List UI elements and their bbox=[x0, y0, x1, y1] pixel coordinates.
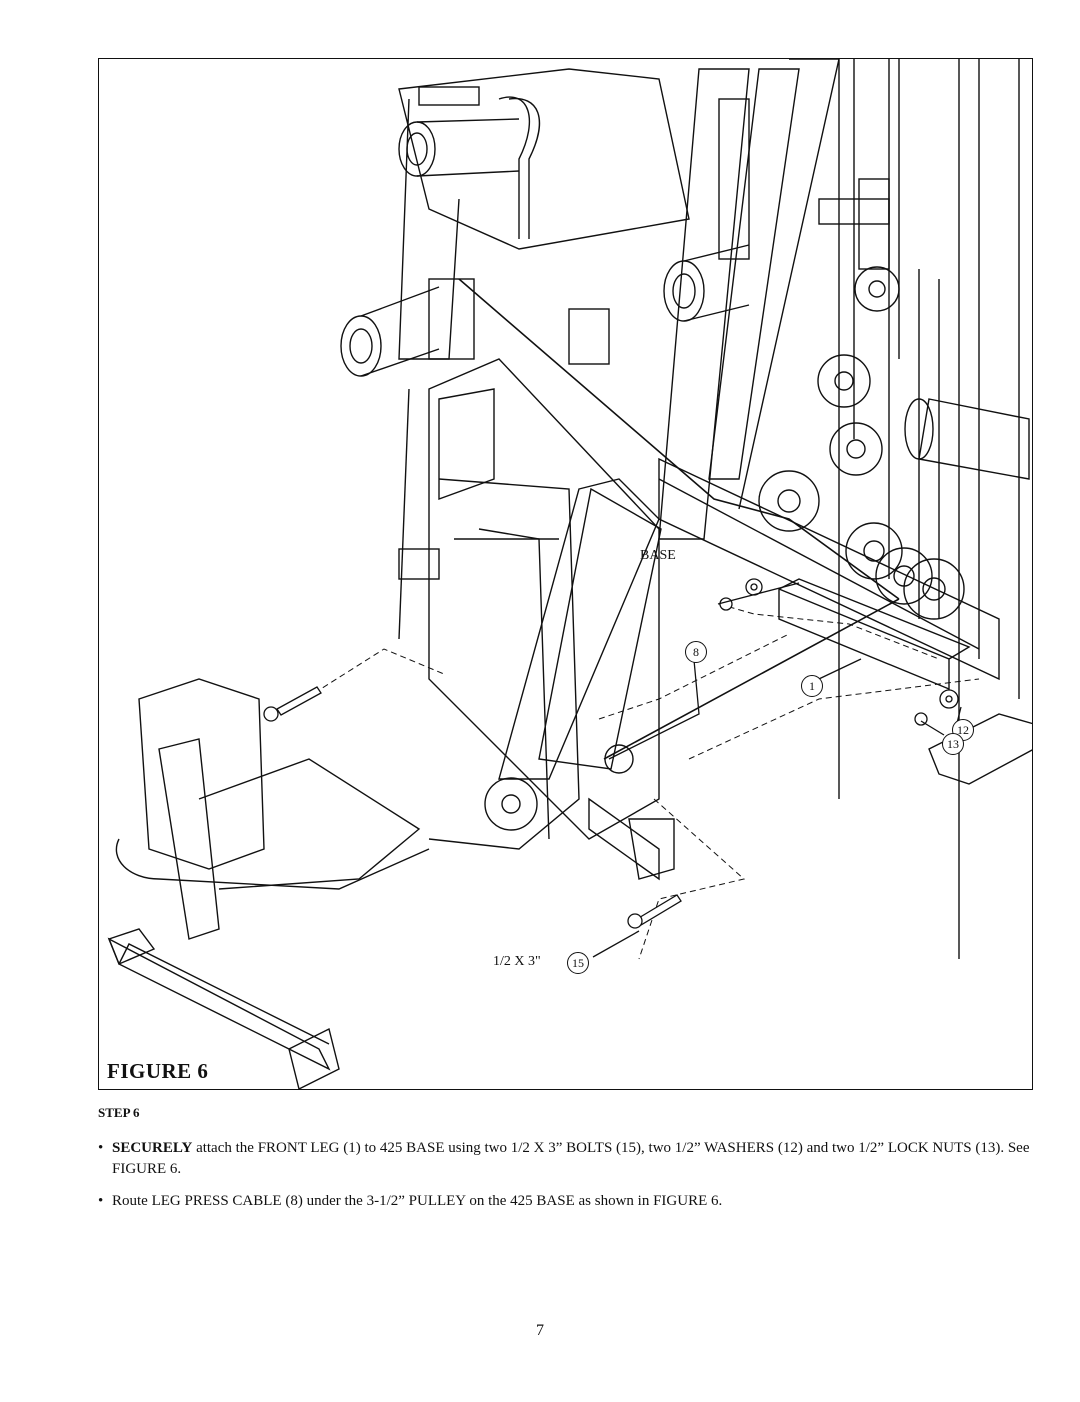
assembly-illustration bbox=[107, 59, 1032, 1089]
instruction-item: • Route LEG PRESS CABLE (8) under the 3-… bbox=[98, 1191, 1043, 1212]
bolt-size-label: 1/2 X 3" bbox=[493, 954, 541, 969]
bullet: • bbox=[98, 1140, 104, 1156]
step-title: STEP 6 bbox=[98, 1105, 140, 1120]
instruction-text: attach the FRONT LEG (1) to 425 BASE usi… bbox=[112, 1140, 1030, 1177]
instruction-item: • SECURELY attach the FRONT LEG (1) to 4… bbox=[98, 1138, 1043, 1180]
figure-title: FIGURE 6 bbox=[107, 1059, 209, 1083]
instruction-list: • SECURELY attach the FRONT LEG (1) to 4… bbox=[98, 1138, 1043, 1223]
instruction-text: Route LEG PRESS CABLE (8) under the 3-1/… bbox=[112, 1193, 723, 1209]
callout-bolt-15: 15 bbox=[567, 952, 589, 974]
instruction-emphasis: SECURELY bbox=[112, 1140, 193, 1156]
callout-front-leg-1: 1 bbox=[801, 675, 823, 697]
callout-lock-nut-13: 13 bbox=[942, 733, 964, 755]
bullet: • bbox=[98, 1193, 104, 1209]
page-number: 7 bbox=[536, 1322, 544, 1339]
base-label: BASE bbox=[640, 548, 676, 563]
figure-6-frame: BASE 1/2 X 3" 8 1 12 13 15 FIGURE 6 bbox=[98, 58, 1033, 1090]
callout-cable-8: 8 bbox=[685, 641, 707, 663]
